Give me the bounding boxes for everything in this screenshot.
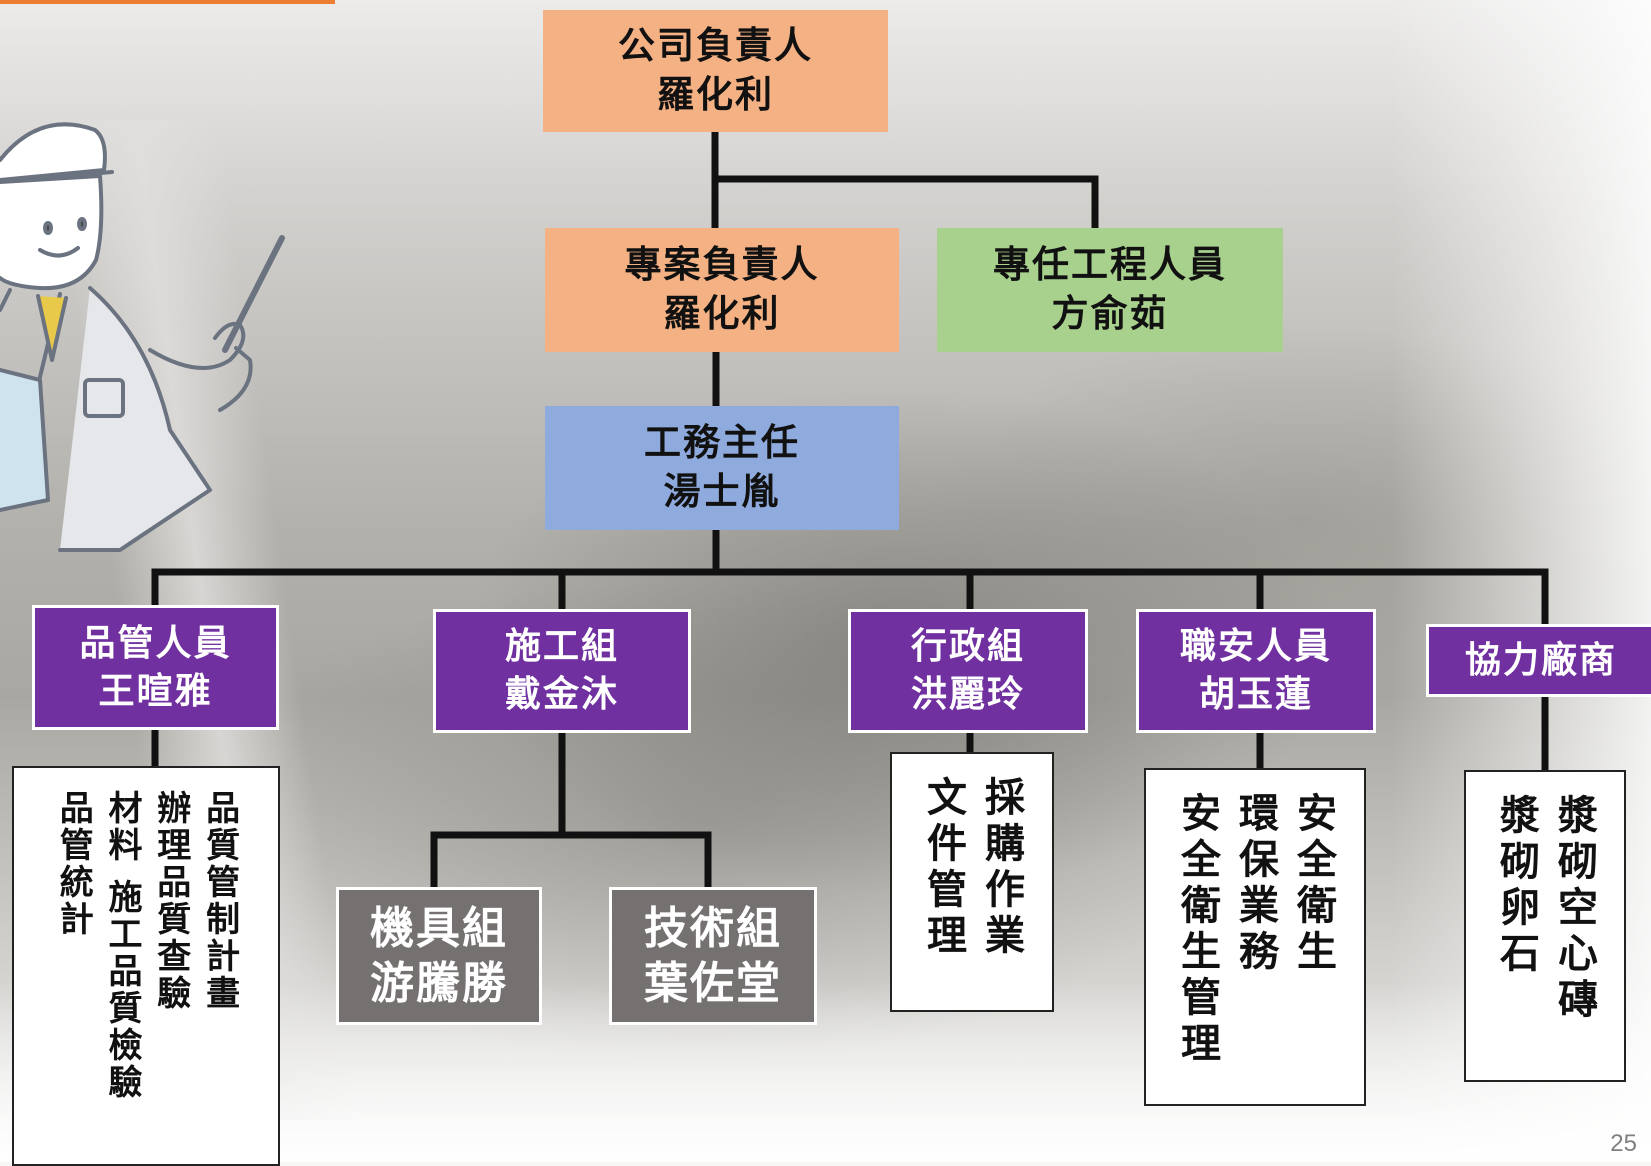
line-construction-subteams: [430, 831, 712, 896]
qc-duty-3: 材料 施工品質檢驗: [102, 790, 142, 1101]
qc-duty-1: 品質管制計畫: [199, 790, 240, 1012]
admin-box: 行政組 洪麗玲: [848, 609, 1088, 733]
safety-duty-2: 環保業務: [1232, 792, 1278, 976]
accent-bar: [0, 0, 335, 4]
safety-duties-box: 安全衛生 環保業務 安全衛生管理: [1144, 768, 1366, 1106]
subcontractor-box: 協力廠商: [1426, 624, 1651, 697]
safety-name: 胡玉蓮: [1198, 674, 1313, 715]
safety-box: 職安人員 胡玉蓮: [1136, 609, 1376, 733]
machinery-box: 機具組 游騰勝: [336, 887, 542, 1025]
engineer-box: 專任工程人員 方俞茹: [937, 228, 1283, 352]
engineer-name: 方俞茹: [1051, 292, 1169, 335]
admin-duty-2: 文件管理: [920, 776, 966, 960]
site-director-title: 工務主任: [644, 421, 800, 465]
site-director-box: 工務主任 湯士胤: [545, 406, 899, 530]
project-head-box: 專案負責人 羅化利: [545, 228, 899, 352]
line-ceo-to-engineer: [711, 175, 1099, 232]
safety-title: 職安人員: [1179, 626, 1332, 668]
subcontractor-title: 協力廠商: [1464, 639, 1617, 681]
construction-box: 施工組 戴金沐: [433, 609, 691, 733]
safety-duty-1: 安全衛生: [1290, 792, 1336, 976]
project-head-name: 羅化利: [663, 292, 781, 335]
machinery-title: 機具組: [370, 903, 508, 954]
construction-name: 戴金沐: [504, 674, 619, 715]
engineer-with-pointer-icon: [0, 122, 285, 552]
technical-title: 技術組: [644, 903, 782, 954]
admin-duties-box: 採購作業 文件管理: [890, 752, 1054, 1012]
qc-duty-2: 辦理品質查驗: [150, 790, 191, 1012]
project-head-title: 專案負責人: [624, 243, 820, 287]
company-head-title: 公司負責人: [618, 24, 813, 68]
safety-duty-3: 安全衛生管理: [1174, 792, 1220, 1068]
qc-name: 王暄雅: [98, 670, 213, 712]
company-head-box: 公司負責人 羅化利: [543, 10, 888, 132]
qc-duty-4: 品管統計: [53, 790, 94, 938]
page-number: 25: [1610, 1130, 1637, 1157]
site-director-name: 湯士胤: [663, 470, 781, 513]
admin-duty-1: 採購作業: [978, 776, 1024, 960]
company-head-name: 羅化利: [657, 73, 774, 116]
construction-title: 施工組: [504, 626, 619, 668]
technical-name: 葉佐堂: [644, 958, 782, 1009]
admin-title: 行政組: [910, 626, 1025, 668]
qc-box: 品管人員 王暄雅: [32, 605, 279, 730]
engineer-title: 專任工程人員: [993, 243, 1227, 287]
subcontractor-duty-2: 漿砌卵石: [1493, 794, 1539, 978]
qc-title: 品管人員: [79, 622, 232, 664]
admin-name: 洪麗玲: [910, 674, 1025, 715]
subcontractor-duty-1: 漿砌空心磚: [1551, 794, 1597, 1024]
technical-box: 技術組 葉佐堂: [609, 887, 817, 1025]
machinery-name: 游騰勝: [370, 958, 508, 1009]
qc-duties-box: 品質管制計畫 辦理品質查驗 材料 施工品質檢驗 品管統計: [12, 766, 280, 1166]
subcontractor-duties-box: 漿砌空心磚 漿砌卵石: [1464, 770, 1626, 1082]
